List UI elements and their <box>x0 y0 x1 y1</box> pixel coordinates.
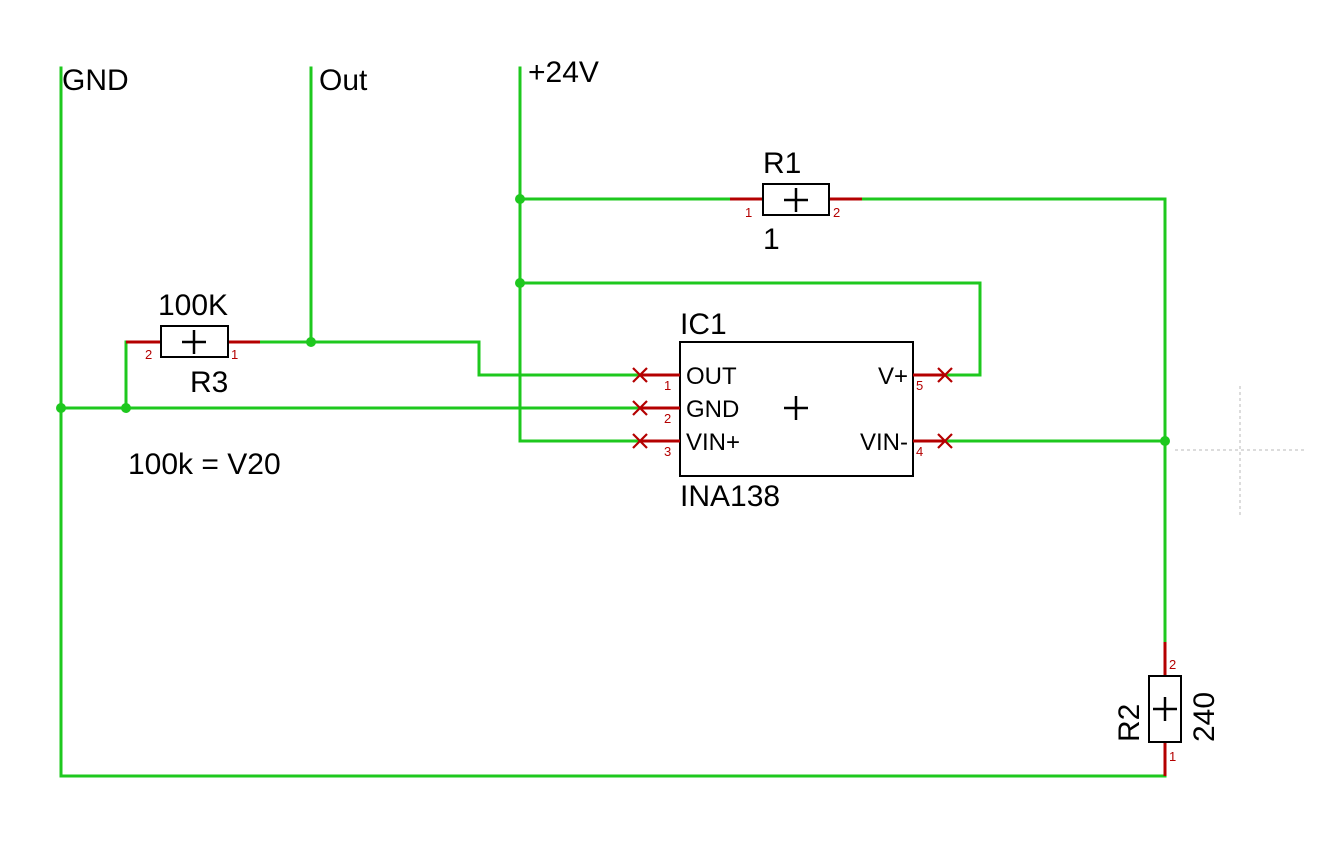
net-out-wires[interactable] <box>258 66 642 377</box>
r2-origin-icon <box>1153 697 1177 721</box>
net-label-out: Out <box>319 64 368 97</box>
ic1-value: INA138 <box>680 480 780 513</box>
annotation-note: 100k = V20 <box>128 448 281 481</box>
r3-value: 100K <box>158 289 228 322</box>
r2-pin1-number: 1 <box>1169 749 1176 764</box>
ic1-pin4-number: 4 <box>916 444 923 459</box>
ic1-pin2-number: 2 <box>664 411 671 426</box>
ic1-pin4-label: VIN- <box>860 429 908 456</box>
r2-value: 240 <box>1188 692 1221 742</box>
net-gnd-wires[interactable] <box>59 66 1167 778</box>
net-label-gnd: GND <box>62 64 129 97</box>
r3-pin2-number: 2 <box>145 347 152 362</box>
resistor-r2[interactable]: 2 1 <box>1148 642 1182 776</box>
junction-dots <box>56 194 1170 446</box>
ic1-pin1-number: 1 <box>664 378 671 393</box>
r1-pin2-number: 2 <box>833 205 840 220</box>
r2-name: R2 <box>1113 704 1146 742</box>
resistor-r1[interactable]: 1 2 <box>730 183 862 220</box>
ic1-pin5-label: V+ <box>878 363 908 390</box>
r3-pin1-number: 1 <box>231 347 238 362</box>
r1-origin-icon <box>784 188 808 212</box>
ic1-pin3-label: VIN+ <box>686 429 740 456</box>
net-label-24v: +24V <box>528 56 599 89</box>
net-sense-wires[interactable] <box>860 197 1167 644</box>
ic1-pin3-number: 3 <box>664 444 671 459</box>
ic1-pin2-label: GND <box>686 396 739 423</box>
ic1-origin-icon <box>784 396 808 420</box>
r3-origin-icon <box>182 330 206 354</box>
pin-end-x-icons <box>632 367 953 449</box>
resistor-r3[interactable]: 2 1 <box>126 325 260 362</box>
ic1-ina138[interactable]: OUT GND VIN+ VIN- V+ 1 2 3 4 5 <box>632 341 953 477</box>
r1-value: 1 <box>763 223 780 256</box>
r3-name: R3 <box>190 366 228 399</box>
r2-pin2-number: 2 <box>1169 657 1176 672</box>
r1-pin1-number: 1 <box>745 205 752 220</box>
r1-name: R1 <box>763 147 801 180</box>
net-24v-wires[interactable] <box>518 66 982 443</box>
ic1-pin1-label: OUT <box>686 363 737 390</box>
cursor-crosshair <box>1175 386 1305 516</box>
ic1-pin5-number: 5 <box>916 378 923 393</box>
ic1-name: IC1 <box>680 308 727 341</box>
